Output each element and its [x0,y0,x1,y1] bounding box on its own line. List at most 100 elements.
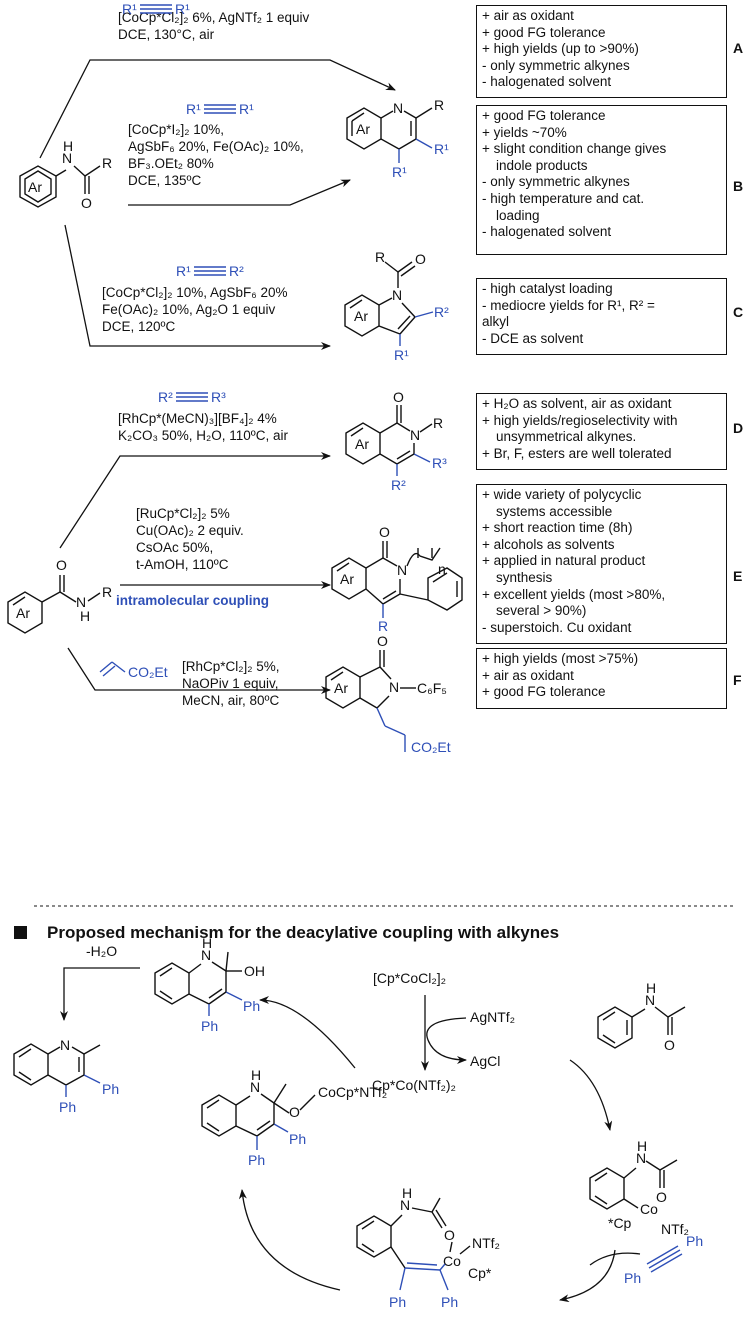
arrow-protonolysis [259,996,356,1069]
arrow-cmd [569,1059,613,1131]
mech-8-o: O [444,1227,455,1243]
notes-box-D: + H₂O as solvent, air as oxidant + high … [476,393,727,470]
note-C-2: - mediocre yields for R¹, R² = [482,297,655,313]
notes-box-C: - high catalyst loading - mediocre yield… [476,278,727,355]
cond-E-line3: CsOAc 50%, [136,540,214,555]
note-E-2: systems accessible [496,503,613,519]
prodE-r: R [378,618,388,634]
prodC-r: R [375,249,385,265]
prodD-r: R [433,415,443,431]
arrow-nucleophilic-add [238,1189,341,1291]
cond-B-line1: [CoCp*I₂]₂ 10%, [128,122,225,137]
note-F-1: + high yields (most >75%) [482,651,639,666]
prodC-ar: Ar [354,308,368,324]
mech-8-cp: Cp* [468,1265,492,1281]
square-bullet-icon [14,926,27,939]
cond-A-line1: [CoCp*Cl₂]₂ 6%, AgNTf₂ 1 equiv [118,10,310,25]
mech-alk-o: O [289,1104,300,1120]
note-D-1: + H₂O as solvent, air as oxidant [482,396,672,411]
prodD-ar: Ar [355,436,369,452]
prodF-ar: Ar [334,680,348,696]
mech-alk-ph1: Ph [289,1131,306,1147]
mech-hemi-ph2: Ph [201,1018,218,1034]
note-C-1: - high catalyst loading [482,281,613,296]
prodF-c6f5: C₆F₅ [417,680,447,696]
mech-diphenylacetylene: Ph Ph [624,1233,703,1286]
mech-cyc-cp: *Cp [608,1215,632,1231]
mech-alkoxide: N H O CoCp*NTf₂ Ph Ph [201,1067,387,1168]
mech-8-ph2: Ph [441,1294,458,1310]
note-A-2: + good FG tolerance [482,24,606,40]
prodD-o: O [393,389,404,405]
mech-water: -H₂O [86,943,117,959]
alk-B-r1a: R¹ [186,101,201,117]
mechanism-heading: Proposed mechanism for the deacylative c… [14,923,559,943]
label-E: E [733,568,743,584]
alkyne-A: R¹ R¹ [122,1,190,17]
mech-cyc-co: Co [640,1201,658,1217]
prodE-n: N [397,562,407,578]
prodA-ar: Ar [356,121,370,137]
mech-additive: AgNTf₂ [470,1009,515,1025]
mech-cyc-o: O [656,1189,667,1205]
notes-box-B: + good FG tolerance + yields ~70% + slig… [476,105,727,255]
cond-F-line3: MeCN, air, 80ºC [182,693,280,708]
mech-precat: [Cp*CoCl₂]₂ [373,970,446,986]
mech-acetanilide: N H O [597,980,686,1053]
label-C: C [733,304,744,320]
prodA-r: R [434,97,444,113]
cond-E: [RuCp*Cl₂]₂ 5% Cu(OAc)₂ 2 equiv. CsOAc 5… [136,505,244,573]
prodC-o: O [415,251,426,267]
cond-D-line1: [RhCp*(MeCN)₃][BF₄]₂ 4% [118,411,277,426]
note-E-7: + excellent yields (most >80%, [482,586,666,602]
mech-alk-ph2: Ph [248,1152,265,1168]
mech-alk-cocp: CoCp*NTf₂ [318,1084,387,1100]
anilide-h: H [63,138,73,154]
prodC-r1: R¹ [394,347,409,363]
prodF-co2et: CO₂Et [411,739,451,755]
arrow-to-B [128,179,351,206]
anilide-o: O [81,195,92,211]
mech-acet-h: H [646,980,656,996]
cond-B-line2: AgSbF₆ 20%, Fe(OAc)₂ 10%, [128,139,304,154]
prodA-n: N [393,100,403,116]
anilide-n: N [62,150,72,166]
cond-C-line1: [CoCp*Cl₂]₂ 10%, AgSbF₆ 20% [102,285,288,300]
note-B-5: - only symmetric alkynes [482,174,630,190]
mech-8-ph1: Ph [389,1294,406,1310]
note-B-3: + slight condition change gives [482,141,667,157]
benzamide-o: O [56,557,67,573]
mech-cyc-ntf2: NTf₂ [661,1221,689,1237]
note-D-3: unsymmetrical alkynes. [496,429,637,445]
acrylate-F: CO₂Et [99,661,168,680]
mech-cobaltacycle: N H O Co *Cp NTf₂ [589,1138,689,1237]
prodD-r3: R³ [432,455,447,471]
acrylate-co2et: CO₂Et [128,664,168,680]
alk-A-r1b: R¹ [175,1,190,17]
note-E-9: - superstoich. Cu oxidant [482,619,632,635]
mech-8-n: N [400,1197,410,1213]
prodE-ar: Ar [340,571,354,587]
alk-C-r2: R² [229,263,244,279]
arrow-dehydration [60,967,140,1021]
note-B-8: - halogenated solvent [482,224,612,240]
product-A-quinoline: Ar N R R¹ R¹ [346,97,449,180]
cond-D-line2: K₂CO₃ 50%, H₂O, 110ºC, air [118,428,288,443]
mech-8-co: Co [443,1253,461,1269]
arrow-to-D [59,452,331,549]
note-A-5: - halogenated solvent [482,74,612,90]
note-C-3: alkyl [482,314,510,330]
alkyne-D: R² R³ [158,389,226,405]
note-D-2: + high yields/regioselectivity with [482,412,678,428]
notes-box-A: + air as oxidant + good FG tolerance + h… [476,5,727,98]
note-E-5: + applied in natural product [482,553,646,569]
prodA-r1-b: R¹ [392,164,407,180]
arrow-to-F [67,647,331,694]
benzamide-structure: Ar O N H R [7,557,112,634]
note-A-4: - only symmetric alkynes [482,57,630,73]
mech-alk-n: N [250,1079,260,1095]
arrow-to-C [64,224,331,350]
note-A-1: + air as oxidant [482,8,574,23]
cond-A-line2: DCE, 130°C, air [118,27,215,42]
